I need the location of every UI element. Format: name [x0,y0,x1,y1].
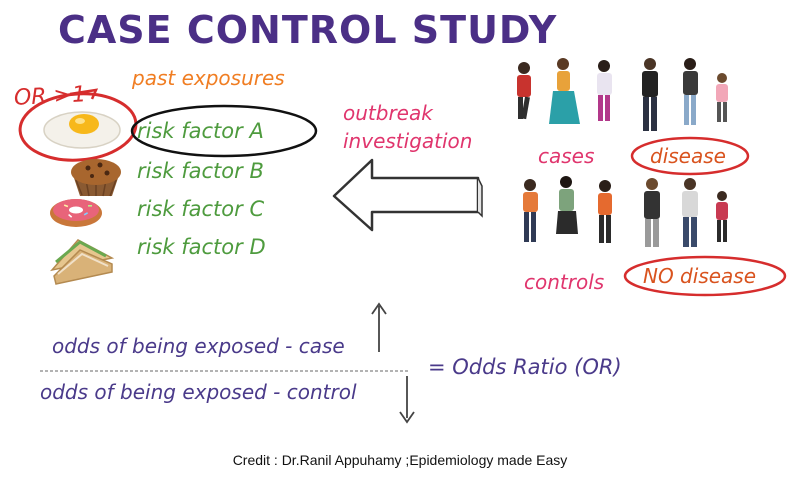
controls-label: controls [524,270,605,294]
credit-line: Credit : Dr.Ranil Appuhamy ;Epidemiology… [232,452,568,468]
formula-numerator: odds of being exposed - case [52,334,345,358]
cases-label: cases [538,144,595,168]
footer-band [0,440,800,487]
outbreak-investigation-label: outbreak investigation [343,99,472,155]
donut-icon [50,199,102,227]
controls-people-figures [523,176,728,247]
down-arrow-icon [399,376,415,424]
odds-ratio-label: OR >1 [13,82,87,111]
risk-factor-b: risk factor B [137,159,264,183]
page-title: CASE CONTROL STUDY [58,8,558,52]
no-disease-label: NO disease [643,264,757,288]
past-exposures-label: past exposures [132,66,285,90]
formula-denominator: odds of being exposed - control [40,380,357,404]
sandwich-icon [49,239,115,285]
odds-ratio-result: = Odds Ratio (OR) [428,355,622,379]
risk-factor-d: risk factor D [137,235,266,259]
left-arrow-icon [332,158,480,232]
risk-factor-a: risk factor A [137,119,264,143]
cases-people-figures [517,58,728,131]
disease-label: disease [650,144,726,168]
muffin-icon [71,159,121,197]
left-arrow-depth [477,177,483,218]
fried-egg-icon [43,111,121,149]
up-arrow-icon [371,302,387,352]
outbreak-line-2: investigation [343,129,473,153]
outbreak-line-1: outbreak [343,101,433,125]
risk-factor-c: risk factor C [137,197,265,221]
